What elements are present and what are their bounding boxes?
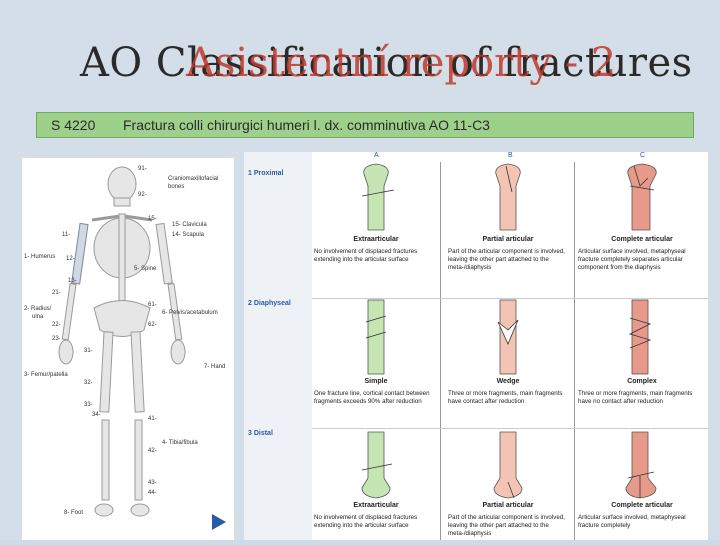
diagnosis-code: S 4220 — [51, 117, 96, 133]
bone-label: 11- — [62, 232, 71, 238]
skeleton-figure: 91- 92- Craniomaxillofacial bones 15- 15… — [22, 158, 234, 540]
cell-title: Partial articular — [482, 236, 534, 243]
bone-label: 23- — [52, 336, 61, 342]
title-area: AO Classification of fractures Asistentn… — [0, 40, 720, 100]
bone-label: 92- — [138, 192, 147, 198]
column-header-a: A — [374, 152, 379, 159]
bone-label: 41- — [148, 416, 157, 422]
bone-label: Craniomaxillofacial — [168, 176, 219, 182]
diagnosis-bar[interactable]: S 4220 Fractura colli chirurgici humeri … — [36, 112, 694, 138]
cell-title: Complete articular — [611, 502, 673, 509]
section-label-diaphyseal: 2 Diaphyseal — [248, 300, 291, 307]
bone-label: 8- Foot — [64, 510, 84, 516]
cell-description: Articular surface involved, metaphyseal … — [578, 514, 686, 529]
bone-label: 42- — [148, 448, 157, 454]
bone-label: 15- — [148, 216, 157, 222]
cell-description: No involvement of displaced fractures ex… — [314, 514, 418, 529]
row-divider — [312, 428, 708, 429]
bone-label: 1- Humerus — [24, 254, 56, 260]
bone-label: 21- — [52, 290, 61, 296]
bone-label: 61- — [148, 302, 157, 308]
bone-label: 2- Radius/ — [24, 306, 52, 312]
bone-label: 7- Hand — [204, 364, 226, 370]
bone-label: 3- Femur/patella — [24, 372, 68, 378]
skeleton-drawing — [58, 166, 226, 530]
bone-label: 5- Spine — [134, 266, 157, 272]
column-divider — [440, 162, 441, 540]
cell-title: Extraarticular — [353, 502, 399, 509]
bone-label: bones — [168, 184, 185, 190]
bone-label: ulna — [32, 314, 44, 320]
cell-description: Part of the articular component is invol… — [448, 248, 565, 271]
cell-description: Part of the articular component is invol… — [448, 514, 565, 537]
section-label-proximal: 1 Proximal — [248, 170, 284, 177]
bone-label: 14- Scapula — [172, 232, 205, 238]
cell-description: Articular surface involved, metaphyseal … — [578, 248, 686, 271]
overlay-title: Asistentní reporty - 2 — [186, 40, 617, 86]
bone-label: 32- — [84, 380, 93, 386]
row-divider — [312, 298, 708, 299]
bone-label: 6- Pelvis/acetabulum — [162, 310, 218, 316]
bone-label: 13- — [68, 278, 77, 284]
bone-label: 34- — [92, 412, 101, 418]
bone-illustrations — [361, 163, 657, 499]
diagnosis-text: Fractura colli chirurgici humeri l. dx. … — [123, 117, 490, 133]
logo-icon — [212, 514, 226, 530]
column-divider — [574, 162, 575, 540]
bone-label: 15- Clavicula — [172, 222, 207, 228]
slide-title: AO Classification of fractures — [80, 40, 693, 86]
column-header-c: C — [640, 152, 646, 159]
column-header-b: B — [508, 152, 513, 159]
region-column: 1 Proximal 2 Diaphyseal 3 Distal — [244, 152, 312, 540]
ao-classification-figure: 1 Proximal 2 Diaphyseal 3 Distal A B C — [244, 152, 708, 540]
cell-description: No involvement of displaced fractures ex… — [314, 248, 418, 263]
cell-description: Three or more fragments, main fragments … — [578, 390, 693, 405]
section-label-distal: 3 Distal — [248, 430, 273, 437]
cell-title: Simple — [364, 378, 388, 385]
cell-description: Three or more fragments, main fragments … — [448, 390, 563, 405]
cell-title: Partial articular — [482, 502, 534, 509]
bone-label: 22- — [52, 322, 61, 328]
cell-title: Complete articular — [611, 236, 673, 243]
cell-title: Wedge — [496, 378, 520, 385]
cell-title: Complex — [627, 378, 657, 385]
cell-description: One fracture line, cortical contact betw… — [314, 390, 430, 405]
bone-label: 44- — [148, 490, 157, 496]
bone-label: 4- Tibia/fibula — [162, 440, 198, 446]
bone-label: 12- — [66, 256, 75, 262]
bone-label: 33- — [84, 402, 93, 408]
bone-label: 31- — [84, 348, 93, 354]
cell-title: Extraarticular — [353, 236, 399, 243]
bone-label: 62- — [148, 322, 157, 328]
bone-label: 91- — [138, 166, 147, 172]
bone-label: 43- — [148, 480, 157, 486]
